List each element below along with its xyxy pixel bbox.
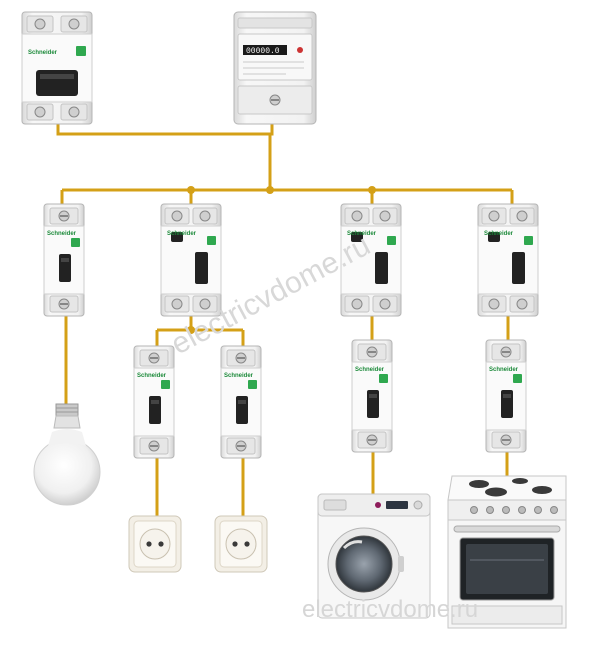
breaker-stove: Schneider — [485, 339, 527, 453]
wire-junctions — [187, 186, 376, 334]
rcd-stove: Schneider — [477, 203, 539, 317]
brand-label: Schneider — [28, 50, 58, 56]
brand-label: Schneider — [47, 231, 77, 237]
meter-digits: 00000.0 — [246, 47, 280, 56]
junction-dot — [187, 186, 195, 194]
energy-meter: 00000.0 — [233, 11, 317, 125]
brand-label: Schneider — [484, 231, 514, 237]
brand-label: Schneider — [489, 367, 519, 373]
brand-label: Schneider — [224, 373, 254, 379]
rcd-washer: Schneider — [340, 203, 402, 317]
brand-label: Schneider — [347, 231, 377, 237]
junction-dot — [368, 186, 376, 194]
wire-main-to-meter — [56, 124, 274, 136]
breaker-socket-2: Schneider — [220, 345, 262, 459]
junction-dot — [266, 186, 274, 194]
breaker-socket-1: Schneider — [133, 345, 175, 459]
main-breaker: Schneider — [21, 11, 93, 125]
brand-label: Schneider — [355, 367, 385, 373]
washing-machine-icon — [317, 493, 431, 619]
breaker-washer: Schneider — [351, 339, 393, 453]
electric-stove-icon — [447, 475, 567, 629]
light-bulb-icon — [33, 403, 101, 506]
socket-icon — [128, 515, 182, 573]
rcd-sockets: Schneider — [160, 203, 222, 317]
watermark-bottom: electricvdome.ru — [302, 596, 478, 623]
junction-dot — [187, 326, 195, 334]
brand-label: Schneider — [137, 373, 167, 379]
brand-label: Schneider — [167, 231, 197, 237]
socket-icon — [214, 515, 268, 573]
breaker-lighting: Schneider — [43, 203, 85, 317]
wires — [56, 124, 514, 517]
